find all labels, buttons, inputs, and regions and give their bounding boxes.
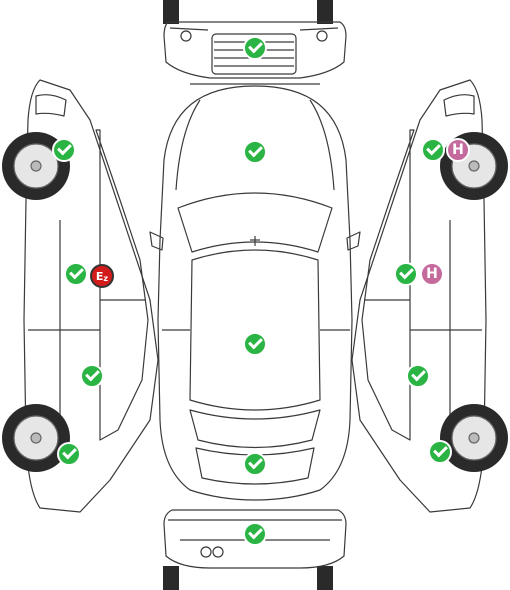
rear-right-tire: [317, 566, 333, 590]
left-rear-wheel-ok-check-icon[interactable]: [57, 442, 81, 466]
top-view: [149, 85, 361, 501]
front-bumper-ok-check-icon[interactable]: [243, 36, 267, 60]
front-right-tire: [317, 0, 333, 24]
roof-outline: [189, 249, 321, 411]
rear-bumper-outline: [163, 509, 347, 569]
front-grille: [211, 33, 297, 75]
trunk-ok-check-icon[interactable]: [243, 452, 267, 476]
ez-badge-subscript: z: [103, 273, 109, 283]
right-front-door-ok-check-icon[interactable]: [394, 262, 418, 286]
left-front-door-ok-check-icon[interactable]: [64, 262, 88, 286]
hood-crease-left: [175, 99, 201, 191]
left-rear-door-ok-check-icon[interactable]: [80, 364, 104, 388]
left-side-view: [2, 79, 159, 513]
roof-ok-check-icon[interactable]: [243, 332, 267, 356]
hood-ok-check-icon[interactable]: [243, 140, 267, 164]
hood-crease-right: [309, 99, 335, 191]
h-badge-label: H: [452, 142, 464, 158]
rear-view: [163, 509, 347, 590]
ez-badge-letter: E: [95, 269, 104, 283]
rear-window: [189, 409, 321, 449]
exhaust-right: [212, 546, 224, 558]
left-mirror: [149, 231, 164, 251]
front-view: [163, 0, 347, 85]
windshield: [177, 192, 333, 253]
car-body-outline: [157, 85, 353, 501]
trunk-lid: [195, 447, 315, 485]
right-rear-wheel-ok-check-icon[interactable]: [428, 440, 452, 464]
right-front-wheel-h-badge[interactable]: H: [446, 138, 470, 162]
rear-bumper-ok-check-icon[interactable]: [243, 522, 267, 546]
h-badge-label: H: [426, 266, 438, 282]
left-front-wheel-ok-check-icon[interactable]: [52, 138, 76, 162]
front-left-tire: [163, 0, 179, 24]
front-bumper-outline: [163, 21, 347, 79]
left-side-windows: [95, 129, 149, 441]
rear-left-tire: [163, 566, 179, 590]
right-mirror: [346, 231, 361, 251]
right-rear-door-ok-check-icon[interactable]: [406, 364, 430, 388]
exhaust-left: [200, 546, 212, 558]
right-side-windows: [361, 129, 415, 441]
front-left-fog-light: [180, 30, 192, 42]
right-front-door-h-badge[interactable]: H: [420, 262, 444, 286]
right-front-wheel-ok-check-icon[interactable]: [421, 138, 445, 162]
front-right-fog-light: [316, 30, 328, 42]
